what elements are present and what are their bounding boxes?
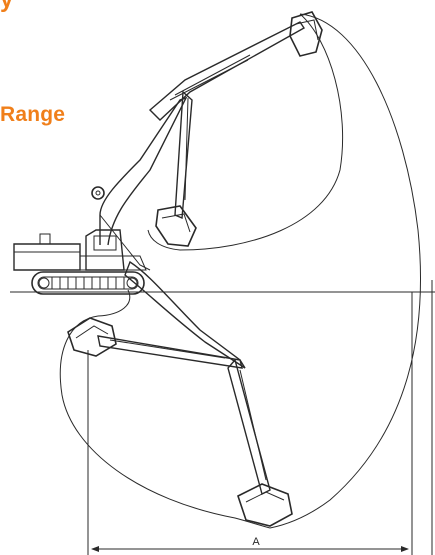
lower-bucket-left (67, 317, 117, 357)
upper-stick-arm (174, 90, 193, 220)
counterweight-body (13, 243, 81, 271)
reach-envelope-lower-left (59, 315, 271, 529)
upper-boom (99, 96, 188, 246)
upper-boom-top (148, 21, 306, 121)
upper-bucket-low (155, 205, 197, 247)
upper-bucket-top (289, 11, 323, 57)
lower-left-boom (97, 335, 243, 369)
track-frame (31, 271, 145, 295)
lower-bucket-deep (237, 483, 293, 527)
lower-stick-arm (227, 358, 271, 496)
section-heading: Range (0, 103, 66, 126)
reach-envelope-upper-inner (147, 13, 344, 251)
lower-boom (124, 260, 246, 369)
reach-envelope-outer-arc (269, 13, 422, 529)
dimension-label-a: A (252, 536, 260, 548)
title-fragment: y (0, 0, 13, 14)
